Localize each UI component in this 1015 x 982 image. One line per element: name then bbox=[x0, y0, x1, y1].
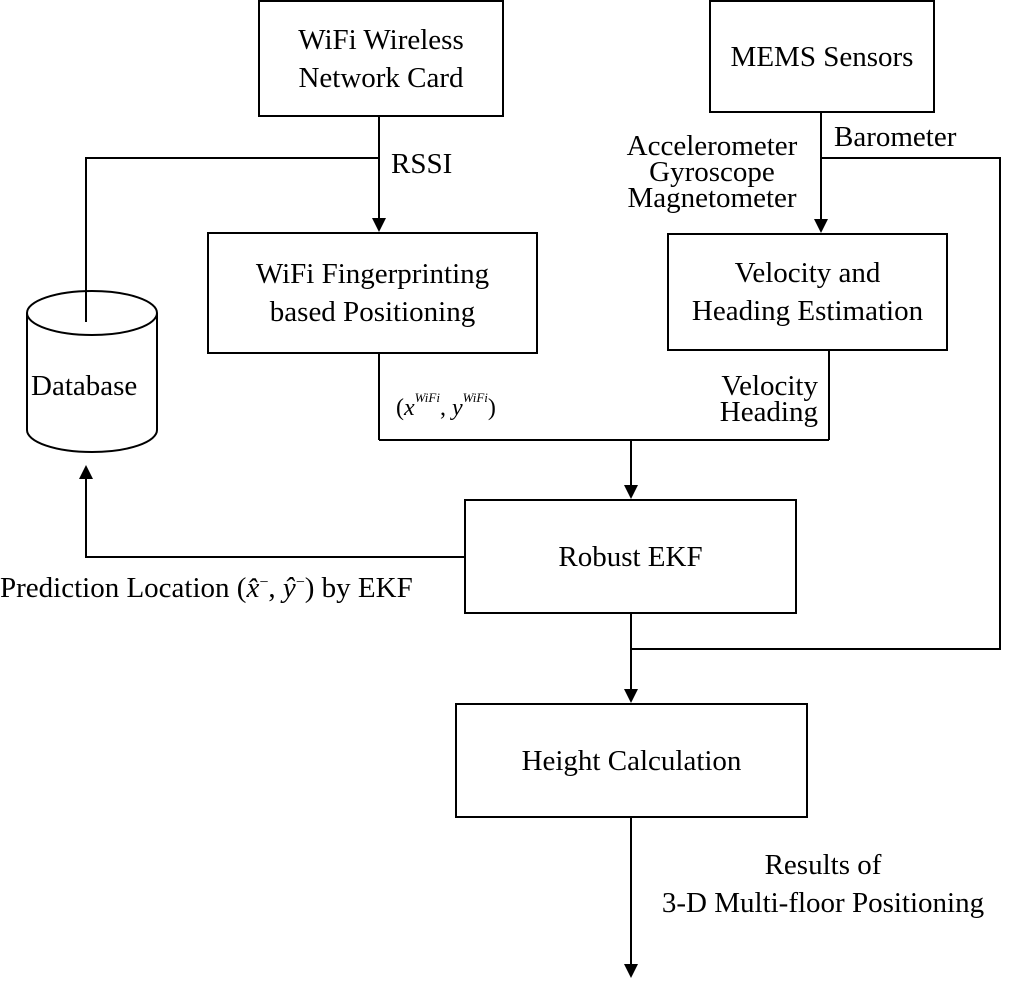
wifi-card-line2: Network Card bbox=[298, 61, 464, 94]
mems-sensors-box: MEMS Sensors bbox=[709, 0, 935, 113]
results-line1: Results of bbox=[764, 849, 882, 881]
wifi-card-box: WiFi Wireless Network Card bbox=[258, 0, 504, 117]
velocity-heading-line1: Velocity and bbox=[734, 257, 881, 289]
gyroscope-label: Gyroscope bbox=[649, 156, 775, 188]
velocity-heading-line2: Heading Estimation bbox=[691, 295, 924, 327]
heading-label: Heading bbox=[719, 396, 818, 428]
robust-ekf-box: Robust EKF bbox=[464, 499, 797, 614]
fingerprinting-line2: based Positioning bbox=[269, 296, 476, 328]
sensor-list: Accelerometer Gyroscope Magnetometer bbox=[612, 130, 812, 214]
accelerometer-label: Accelerometer bbox=[626, 130, 798, 162]
velocity-heading-output-label: Velocity Heading bbox=[700, 370, 818, 428]
wifi-card-line1: WiFi Wireless bbox=[298, 23, 464, 56]
barometer-label: Barometer bbox=[834, 121, 957, 153]
prediction-arrow bbox=[79, 465, 464, 558]
fingerprinting-line1: WiFi Fingerprinting bbox=[255, 258, 490, 290]
prediction-location-label: Prediction Location (x̂−, ŷ−) by EKF bbox=[0, 572, 413, 604]
height-calculation-label: Height Calculation bbox=[521, 744, 742, 777]
magnetometer-label: Magnetometer bbox=[627, 182, 797, 214]
results-label: Results of 3-D Multi-floor Positioning bbox=[640, 846, 1006, 922]
mems-sensors-label: MEMS Sensors bbox=[730, 40, 914, 73]
barometer-line bbox=[631, 157, 1001, 650]
rssi-label: RSSI bbox=[391, 148, 453, 180]
height-calculation-box: Height Calculation bbox=[455, 703, 808, 818]
robust-ekf-label: Robust EKF bbox=[558, 540, 703, 573]
database-label: Database bbox=[31, 370, 138, 402]
results-line2: 3-D Multi-floor Positioning bbox=[661, 887, 985, 919]
database-cylinder bbox=[26, 290, 158, 453]
fingerprinting-box: WiFi Fingerprinting based Positioning bbox=[207, 232, 538, 354]
rssi-to-database-line bbox=[85, 157, 379, 322]
velocity-heading-box: Velocity and Heading Estimation bbox=[667, 233, 948, 351]
wifi-position-label: (xWiFi, yWiFi) bbox=[396, 390, 496, 421]
velocity-label: Velocity bbox=[721, 370, 818, 402]
